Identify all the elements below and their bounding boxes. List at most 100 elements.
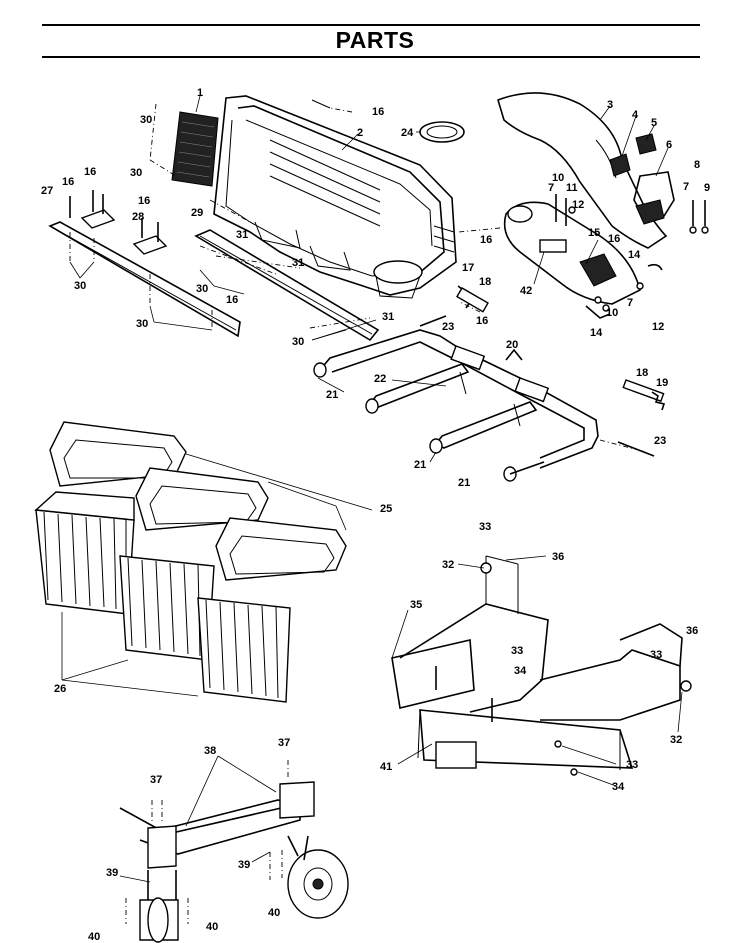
callout-9: 9 — [704, 182, 710, 194]
callout-24: 24 — [401, 127, 414, 139]
callout-16-e: 16 — [226, 294, 238, 306]
callout-36-a: 36 — [552, 551, 564, 563]
callout-10-a: 10 — [552, 172, 564, 184]
clip-parts — [609, 133, 675, 225]
hopper-housing-part — [213, 95, 457, 299]
callout-10-b: 10 — [606, 307, 618, 319]
callout-16-f: 16 — [480, 234, 492, 246]
callout-3: 3 — [607, 99, 613, 111]
callout-40-b: 40 — [88, 931, 100, 943]
callout-14-a: 14 — [628, 249, 641, 261]
callout-16-a: 16 — [372, 106, 384, 118]
rail-bolts — [69, 190, 213, 330]
callout-27: 27 — [41, 185, 53, 197]
spring-and-tube-left — [456, 285, 489, 313]
callout-41: 41 — [380, 761, 392, 773]
leader-lines — [61, 95, 683, 883]
callout-16-h: 16 — [476, 315, 488, 327]
callout-15: 15 — [588, 227, 600, 239]
callout-30-b: 30 — [130, 167, 142, 179]
callout-35: 35 — [410, 599, 422, 611]
callout-37-a: 37 — [278, 737, 290, 749]
chute-adapter-part — [503, 201, 641, 305]
baskets — [34, 421, 347, 703]
callout-36-b: 36 — [686, 625, 698, 637]
callout-18-b: 18 — [636, 367, 648, 379]
callout-21-b: 21 — [414, 459, 426, 471]
callout-21-c: 21 — [458, 477, 470, 489]
side-rail-parts — [48, 221, 380, 342]
callout-7-c: 7 — [627, 297, 633, 309]
callout-33-a: 33 — [479, 521, 491, 533]
grille-screen-part — [171, 111, 219, 187]
callout-40-c: 40 — [206, 921, 218, 933]
callout-37-b: 37 — [150, 774, 162, 786]
callout-20: 20 — [506, 339, 518, 351]
pins — [505, 348, 655, 457]
callout-23-b: 23 — [654, 435, 666, 447]
callout-21-a: 21 — [326, 389, 338, 401]
callout-42: 42 — [520, 285, 532, 297]
callout-16-g: 16 — [608, 233, 620, 245]
callout-30-a: 30 — [140, 114, 152, 126]
callout-7-b: 7 — [683, 181, 689, 193]
callout-23-a: 23 — [442, 321, 454, 333]
top-rule — [42, 24, 700, 26]
callout-31-c: 31 — [382, 311, 394, 323]
caster-assembly — [119, 760, 349, 943]
callout-12-a: 12 — [572, 199, 584, 211]
callout-16-c: 16 — [62, 176, 74, 188]
callout-5: 5 — [651, 117, 657, 129]
callout-33-d: 33 — [626, 759, 638, 771]
hitch-assembly — [391, 555, 692, 776]
spring-and-tube-right — [622, 379, 666, 411]
callout-40-a: 40 — [268, 907, 280, 919]
callout-30-f: 30 — [292, 336, 304, 348]
callout-4: 4 — [632, 109, 639, 121]
chute-hardware — [555, 194, 663, 319]
callout-29: 29 — [191, 207, 203, 219]
frame-wheels — [313, 362, 545, 482]
callout-11: 11 — [566, 182, 578, 194]
bolt-parts-right — [689, 200, 709, 234]
callout-22: 22 — [374, 373, 386, 385]
callout-30-c: 30 — [74, 280, 86, 292]
callout-33-b: 33 — [511, 645, 523, 657]
callout-32-b: 32 — [670, 734, 682, 746]
callout-31-a: 31 — [236, 229, 248, 241]
callout-26: 26 — [54, 683, 66, 695]
callout-labels: 1 2 3 4 5 6 7 7 7 8 9 10 10 11 12 12 14 … — [41, 87, 710, 943]
callout-19: 19 — [656, 377, 668, 389]
callout-12-b: 12 — [652, 321, 664, 333]
callout-34-b: 34 — [612, 781, 625, 793]
callout-8: 8 — [694, 159, 700, 171]
bracket-parts — [80, 209, 168, 255]
callout-16-d: 16 — [138, 195, 150, 207]
callout-2: 2 — [357, 127, 363, 139]
callout-28: 28 — [132, 211, 144, 223]
ring-part — [419, 121, 465, 143]
callout-25: 25 — [380, 503, 392, 515]
callout-32-a: 32 — [442, 559, 454, 571]
callout-17: 17 — [462, 262, 474, 274]
callout-14-b: 14 — [590, 327, 603, 339]
callout-18-a: 18 — [479, 276, 491, 288]
callout-7-a: 7 — [548, 182, 554, 194]
callout-1: 1 — [197, 87, 203, 99]
callout-30-e: 30 — [196, 283, 208, 295]
callout-31-b: 31 — [292, 257, 304, 269]
callout-38: 38 — [204, 745, 216, 757]
callout-39-b: 39 — [238, 859, 250, 871]
basket-2 — [119, 467, 269, 661]
title-underline — [42, 56, 700, 58]
callout-6: 6 — [666, 139, 672, 151]
callout-16-b: 16 — [84, 166, 96, 178]
callout-39-a: 39 — [106, 867, 118, 879]
basket-3 — [197, 517, 347, 703]
frame-part — [319, 315, 599, 469]
callout-33-c: 33 — [650, 649, 662, 661]
page-title: PARTS — [335, 27, 415, 53]
callout-30-d: 30 — [136, 318, 148, 330]
callout-34-a: 34 — [514, 665, 527, 677]
